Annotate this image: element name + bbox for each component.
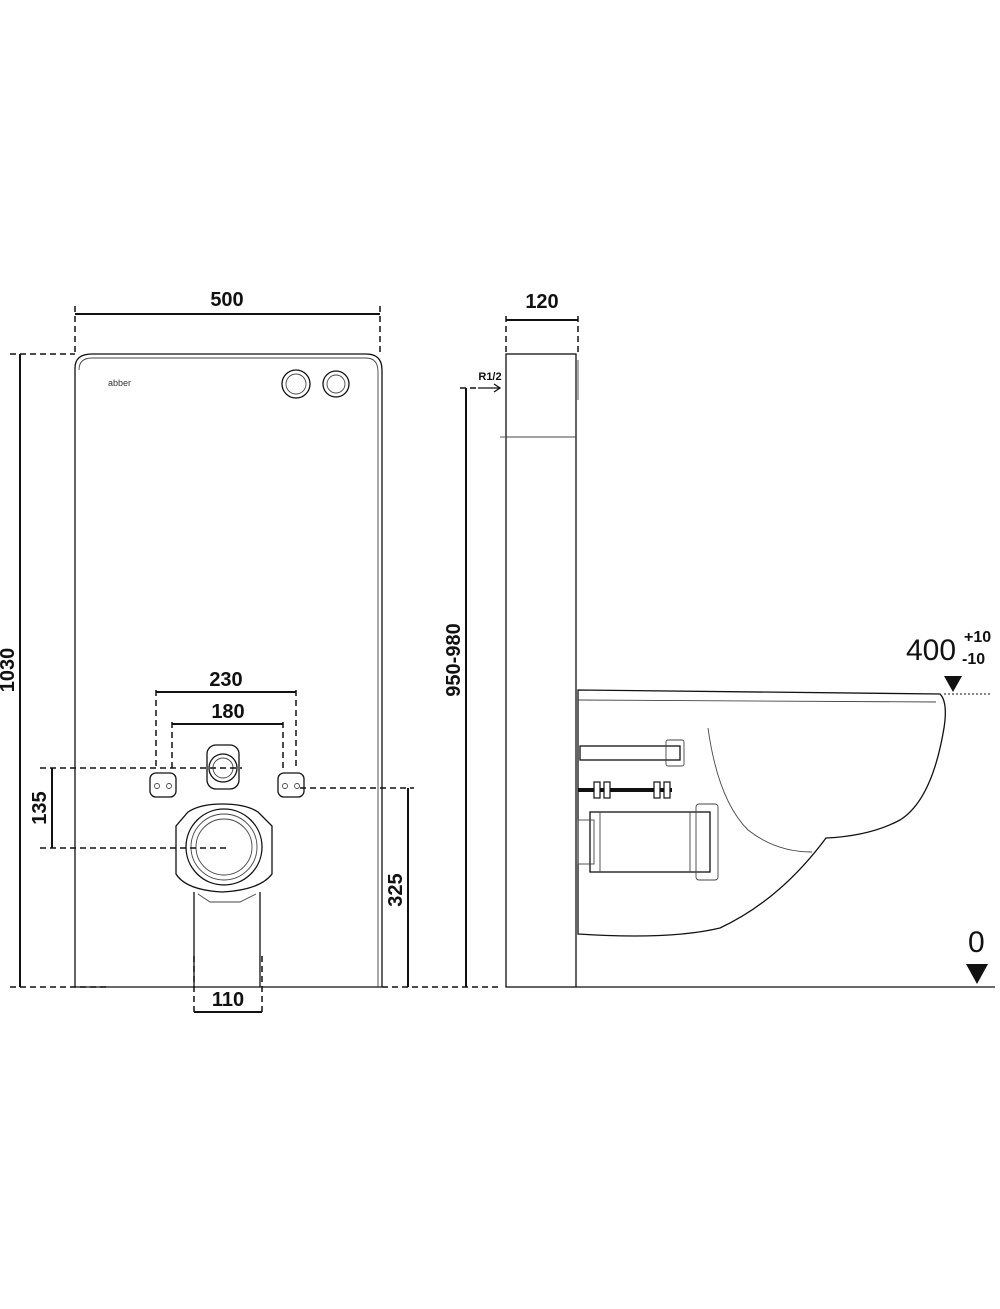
brand-logo: abber [108,378,131,388]
dim-width-500 [74,306,381,354]
dim-label-180: 180 [211,701,244,723]
dim-label-depth: 120 [525,291,558,313]
seat-tolerance-plus: +10 [964,629,991,646]
drain-outlet [175,803,273,987]
seat-height-label: 400 [906,634,956,667]
dim-label-height: 1030 [0,648,19,693]
floor-level-label: 0 [968,926,985,959]
dim-230 [155,690,297,770]
dim-135 [40,767,242,849]
dim-950-980 [460,387,478,987]
fixing-brackets [149,772,305,798]
dim-label-width: 500 [210,289,243,311]
side-panel [500,353,579,988]
toilet-bowl [577,689,946,937]
dim-110 [193,956,263,1013]
fixing-rod [578,781,672,799]
seat-tolerance-minus: -10 [962,651,985,668]
front-panel [74,353,383,988]
dim-180 [171,722,284,770]
dim-325 [300,787,414,987]
water-connection-label: R1/2 [478,371,501,383]
drain-pipe [577,803,719,881]
level-marker-0 [966,964,988,984]
dim-label-connection-height: 950-980 [443,623,465,696]
level-marker-400 [944,676,962,692]
water-inlet [206,744,240,790]
dim-depth-120 [505,316,579,354]
water-connection-arrow [478,383,502,393]
dim-label-325: 325 [385,873,407,906]
dim-label-135: 135 [29,791,51,824]
dim-label-230: 230 [209,669,242,691]
flush-buttons [281,369,350,399]
water-pipe [579,739,685,767]
dim-label-110: 110 [212,989,244,1011]
dim-height-1030 [10,353,108,988]
